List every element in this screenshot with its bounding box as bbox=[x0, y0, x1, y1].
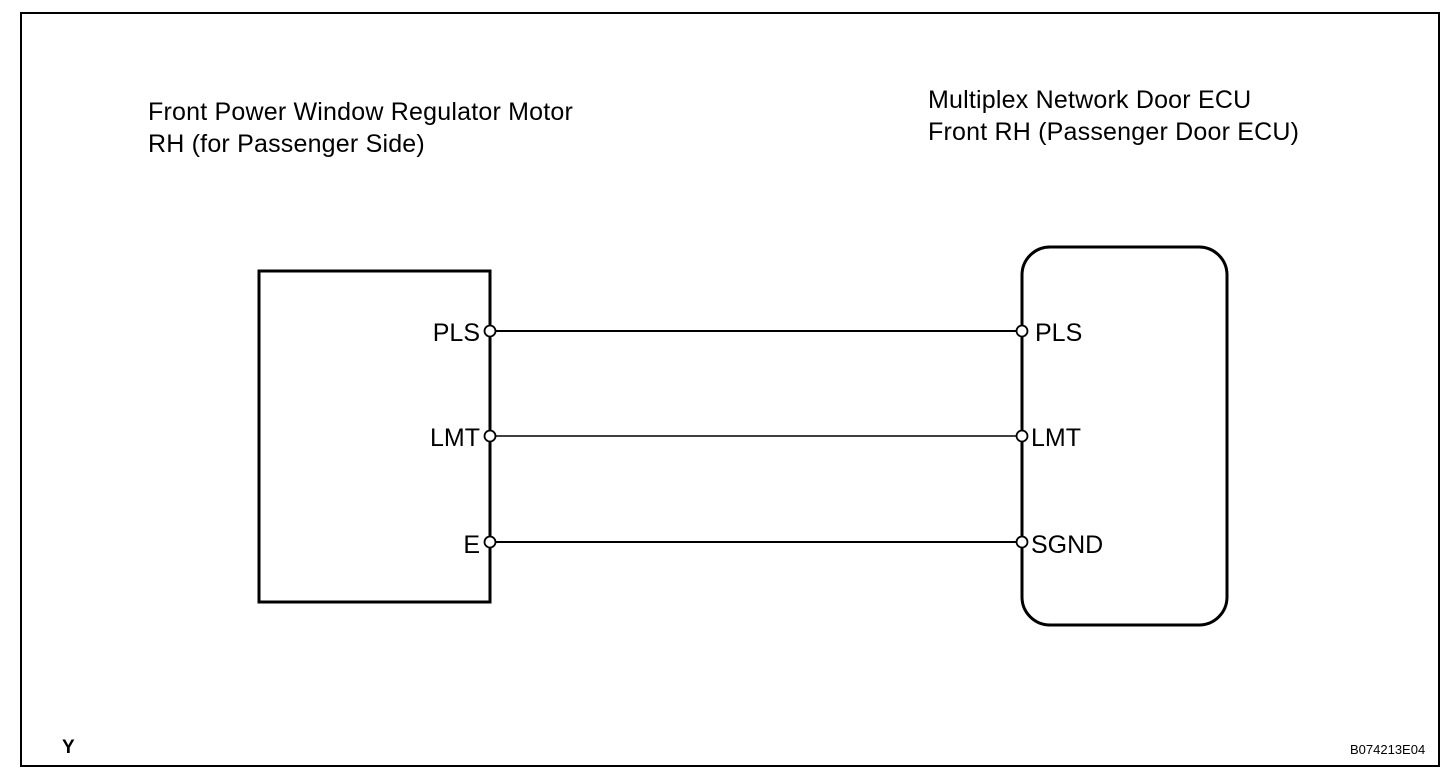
right-pin-label-lmt: LMT bbox=[1031, 424, 1081, 452]
right-terminal-sgnd bbox=[1015, 535, 1029, 549]
right-pin-label-sgnd: SGND bbox=[1031, 531, 1104, 559]
right-pin-label-pls: PLS bbox=[1035, 319, 1083, 347]
diagram-frame bbox=[20, 12, 1440, 767]
right-title-line-2: Front RH (Passenger Door ECU) bbox=[928, 118, 1300, 146]
left-title-line-1: Front Power Window Regulator Motor bbox=[148, 98, 574, 126]
footer-reference-code: B074213E04 bbox=[1350, 742, 1426, 757]
left-pin-label-lmt: LMT bbox=[430, 424, 480, 452]
left-pin-label-pls: PLS bbox=[432, 319, 480, 347]
left-component-title: Front Power Window Regulator Motor RH (f… bbox=[148, 96, 573, 160]
left-pin-label-e: E bbox=[463, 531, 480, 559]
footer-left-code: Y bbox=[62, 737, 75, 758]
right-title-line-1: Multiplex Network Door ECU bbox=[928, 86, 1252, 114]
left-terminal-e bbox=[483, 535, 497, 549]
left-title-line-2: RH (for Passenger Side) bbox=[148, 130, 425, 158]
right-terminal-lmt bbox=[1015, 429, 1029, 443]
right-terminal-pls bbox=[1015, 324, 1029, 338]
left-terminal-lmt bbox=[483, 429, 497, 443]
right-component-title: Multiplex Network Door ECU Front RH (Pas… bbox=[928, 84, 1299, 148]
left-terminal-pls bbox=[483, 324, 497, 338]
